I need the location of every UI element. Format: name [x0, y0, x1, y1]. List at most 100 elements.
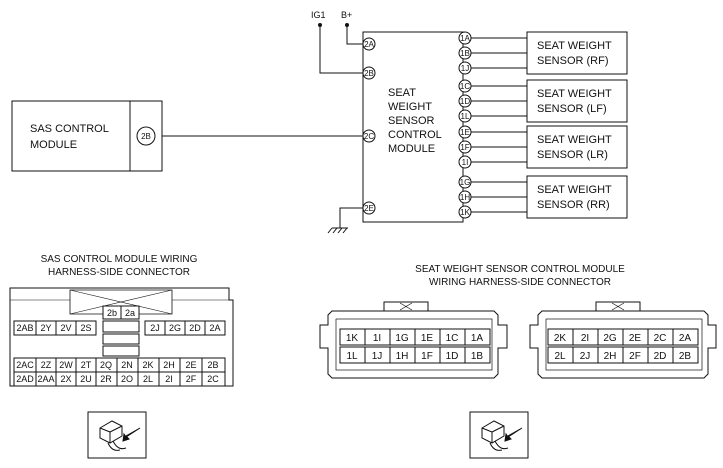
sws-module-label-line2: WEIGHT: [388, 101, 432, 113]
probe-illustration-left: [87, 411, 147, 459]
sws-pin-1d-label: 1D: [460, 97, 470, 106]
sws-pin-1j-label: 1J: [461, 64, 469, 73]
sensor-lr-box: [526, 125, 628, 169]
ig1-wire: [319, 25, 363, 74]
svg-text:2K: 2K: [142, 360, 153, 370]
svg-text:2V: 2V: [60, 323, 71, 333]
svg-text:2H: 2H: [604, 351, 617, 362]
sws-pin-1c-label: 1C: [460, 82, 470, 91]
sas-row3: 2AD 2AA 2X 2U 2R 2O 2L 2I 2F 2C: [13, 371, 226, 387]
svg-text:1J: 1J: [372, 351, 383, 362]
sws-control-module-box: [362, 31, 464, 223]
svg-text:2B: 2B: [207, 360, 218, 370]
sas-row1-right: 2J 2G 2D 2A: [144, 320, 226, 336]
svg-text:2T: 2T: [81, 360, 92, 370]
svg-text:2Q: 2Q: [100, 360, 112, 370]
sws-pin-2c: [362, 129, 376, 143]
svg-text:2O: 2O: [121, 374, 133, 384]
svg-text:2Y: 2Y: [40, 323, 51, 333]
sws-module-label-line5: MODULE: [388, 143, 435, 155]
svg-text:2G: 2G: [603, 333, 617, 344]
svg-text:2W: 2W: [59, 360, 73, 370]
sas-module-pin-2b: [136, 126, 156, 146]
sws-module-label-line1: SEAT: [388, 87, 416, 99]
svg-text:2AC: 2AC: [16, 360, 34, 370]
sas-connector-face: 2b 2a 2AB 2Y 2V 2S 2J 2G 2D 2A: [9, 287, 234, 387]
svg-text:1D: 1D: [446, 351, 459, 362]
bplus-label: B+: [341, 10, 352, 20]
sas-row2: 2AC 2Z 2W 2T 2Q 2N 2K 2H 2E 2B: [13, 357, 226, 373]
sws-pin-2e-label: 2E: [364, 204, 374, 213]
sensor-lf-line1: SEAT WEIGHT: [537, 88, 612, 100]
svg-text:2U: 2U: [80, 374, 92, 384]
sensor-lr-line2: SENSOR (LR): [537, 149, 608, 161]
svg-text:2A: 2A: [209, 323, 220, 333]
svg-text:2E: 2E: [629, 333, 642, 344]
sensor-rr-line2: SENSOR (RR): [537, 199, 610, 211]
sas-connector-title-line1: SAS CONTROL MODULE WIRING: [41, 254, 198, 265]
sws-right-pins: 1A 1B 1J 1C 1D 1L 1E 1F 1I 1G 1H 1K: [458, 31, 472, 219]
svg-text:2E: 2E: [185, 360, 196, 370]
ground-icon: [327, 227, 348, 234]
svg-text:1A: 1A: [471, 333, 484, 344]
sws-connector-2: 2K 2I 2G 2E 2C 2A 2L 2J 2H 2F 2D 2B: [529, 301, 717, 379]
svg-text:2AB: 2AB: [16, 323, 33, 333]
svg-text:1L: 1L: [346, 351, 358, 362]
svg-text:2F: 2F: [629, 351, 641, 362]
ground-wire: [339, 207, 363, 228]
sas-pin-2b-top: 2b: [107, 308, 117, 318]
ig1-label: IG1: [311, 10, 326, 20]
svg-text:2I: 2I: [165, 374, 173, 384]
sas-pin-2a-top: 2a: [125, 308, 135, 318]
svg-text:1I: 1I: [373, 333, 381, 344]
svg-text:2X: 2X: [60, 374, 71, 384]
svg-text:2D: 2D: [654, 351, 667, 362]
sas-row1-left: 2AB 2Y 2V 2S: [13, 320, 97, 336]
sas-module-label-line2: MODULE: [30, 139, 77, 151]
svg-text:2J: 2J: [150, 323, 160, 333]
sws-pin-1e-label: 1E: [460, 128, 470, 137]
svg-text:1F: 1F: [421, 351, 433, 362]
svg-text:2Z: 2Z: [41, 360, 52, 370]
svg-text:2B: 2B: [679, 351, 692, 362]
sensor-rr-box: [526, 175, 628, 219]
svg-text:2AD: 2AD: [16, 374, 34, 384]
svg-text:2N: 2N: [121, 360, 133, 370]
svg-text:1E: 1E: [421, 333, 434, 344]
sws-module-label-line4: CONTROL: [388, 129, 442, 141]
sws-pin-1k-label: 1K: [460, 208, 470, 217]
sensor-rf-line1: SEAT WEIGHT: [537, 40, 612, 52]
sws-pin-1i-label: 1I: [462, 158, 469, 167]
sws-pin-1l-label: 1L: [461, 112, 470, 121]
svg-text:2L: 2L: [554, 351, 566, 362]
svg-text:1H: 1H: [396, 351, 409, 362]
sws-pin-2b: [362, 66, 376, 80]
sensor-lr-line1: SEAT WEIGHT: [537, 134, 612, 146]
sas-module-pin-label: 2B: [141, 132, 151, 141]
svg-text:2C: 2C: [207, 374, 219, 384]
sas-connector-title-line2: HARNESS-SIDE CONNECTOR: [48, 267, 190, 278]
sensor-rf-line2: SENSOR (RF): [537, 55, 609, 67]
sws-connector-title-line1: SEAT WEIGHT SENSOR CONTROL MODULE: [415, 264, 625, 275]
sensor-rr-line1: SEAT WEIGHT: [537, 184, 612, 196]
sws-pin-1h-label: 1H: [460, 193, 470, 202]
svg-text:2AA: 2AA: [37, 374, 54, 384]
svg-text:2R: 2R: [100, 374, 112, 384]
svg-text:1G: 1G: [395, 333, 409, 344]
bplus-wire: [346, 25, 363, 45]
sws-pin-1a-label: 1A: [460, 34, 470, 43]
sas-module-label-line1: SAS CONTROL: [30, 123, 109, 135]
sensor-wires: [471, 37, 527, 213]
svg-text:2F: 2F: [186, 374, 197, 384]
svg-text:2S: 2S: [80, 323, 91, 333]
sws-module-label-line3: SENSOR: [388, 115, 435, 127]
svg-text:1K: 1K: [346, 333, 359, 344]
sws-pin-2a: [362, 37, 376, 51]
svg-text:2L: 2L: [143, 374, 153, 384]
svg-text:2K: 2K: [554, 333, 567, 344]
svg-text:2C: 2C: [654, 333, 667, 344]
sws-pin-2b-label: 2B: [364, 69, 374, 78]
sws-connector-1: 1K 1I 1G 1E 1C 1A 1L 1J 1H 1F 1D 1B: [319, 301, 508, 379]
sws-pin-1f-label: 1F: [460, 143, 469, 152]
sws-pin-1g-label: 1G: [460, 178, 471, 187]
